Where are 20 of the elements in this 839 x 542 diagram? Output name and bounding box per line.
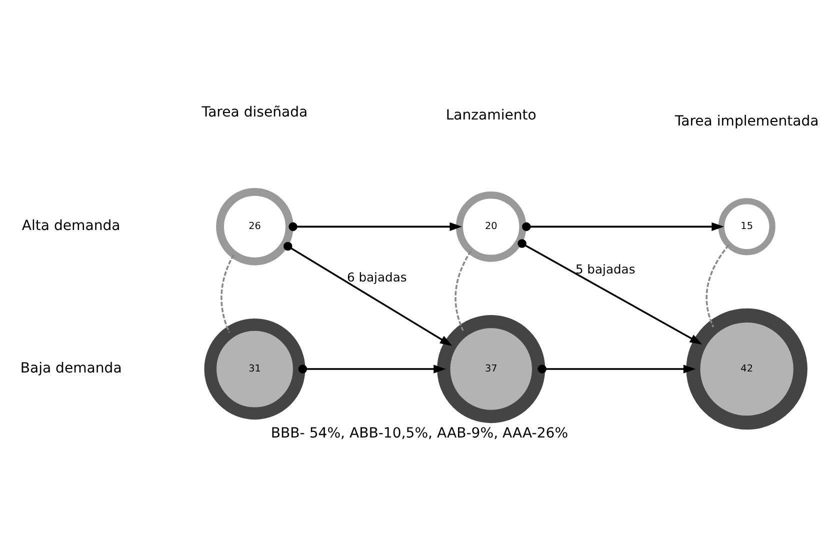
arrow (518, 238, 702, 344)
label: Lanzamiento (446, 106, 536, 123)
node-circle: 15 (718, 198, 776, 255)
connector (454, 250, 472, 331)
node-circle: 31 (204, 318, 306, 420)
label: Tarea diseñada (202, 104, 308, 120)
arrow (538, 364, 696, 373)
connector (220, 254, 234, 332)
arrow (283, 241, 452, 346)
node-circle: 42 (686, 308, 808, 430)
label: Alta demanda (22, 218, 120, 234)
edge-label: 5 bajadas (575, 262, 636, 276)
label: Tarea implementada (674, 112, 819, 129)
connector (706, 244, 730, 327)
caption: BBB- 54%, ABB-10,5%, AAB-9%, AAA-26% (270, 424, 568, 441)
label: Baja demanda (20, 360, 122, 376)
arrow (298, 364, 446, 373)
edge-label: 6 bajadas (346, 270, 407, 284)
arrow (288, 222, 462, 231)
arrow (522, 222, 724, 231)
